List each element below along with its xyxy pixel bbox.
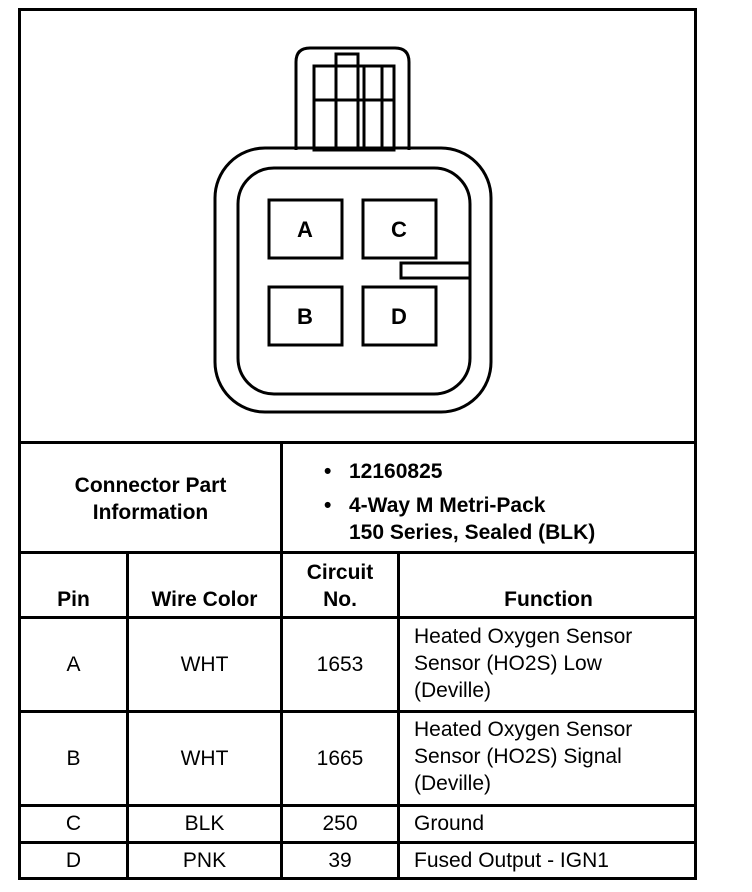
row-b-circuit: 1665 — [316, 747, 364, 770]
row-a-pin: A — [66, 653, 81, 676]
divider-col-circuit — [397, 551, 400, 880]
pin-label-a: A — [297, 217, 313, 242]
part-desc-bullet: • — [324, 494, 332, 517]
row-b-pin: B — [66, 747, 81, 770]
cavity-b — [267, 285, 344, 347]
pin-label-c: C — [391, 217, 407, 242]
header-circuit-line1: Circuit — [306, 561, 374, 584]
row-d-pin: D — [65, 849, 82, 872]
cavity-d — [361, 285, 438, 347]
cavity-c — [361, 198, 438, 260]
row-b-function-line3: (Deville) — [414, 772, 492, 795]
row-c-wire: BLK — [184, 812, 225, 835]
row-a-function-line3: (Deville) — [414, 679, 492, 702]
part-info-label-line1: Connector Part — [74, 474, 227, 497]
divider-row-c-bottom — [18, 841, 697, 844]
row-b-function-line2: Sensor (HO2S) Signal — [414, 745, 622, 768]
part-desc-line2: 150 Series, Sealed (BLK) — [349, 521, 596, 544]
row-d-circuit: 39 — [328, 849, 352, 872]
divider-col-wire — [280, 551, 283, 880]
divider-diagram-bottom — [18, 441, 697, 444]
part-desc-line1: 4-Way M Metri-Pack — [349, 494, 546, 517]
cavity-a — [267, 198, 344, 260]
divider-header-bottom — [18, 616, 697, 619]
divider-partinfo-vertical — [280, 441, 283, 554]
row-a-function-line1: Heated Oxygen Sensor — [414, 625, 633, 648]
row-a-circuit: 1653 — [316, 653, 364, 676]
header-pin: Pin — [57, 588, 90, 611]
row-d-wire: PNK — [182, 849, 227, 872]
connector-info-frame — [18, 8, 697, 880]
row-a-function-line2: Sensor (HO2S) Low — [414, 652, 602, 675]
part-info-label: Connector Part Information — [21, 472, 280, 526]
part-number-bullet: • — [324, 460, 332, 483]
row-c-circuit: 250 — [322, 812, 358, 835]
header-function: Function — [504, 588, 593, 611]
row-c-pin: C — [65, 812, 82, 835]
row-d-function-line1: Fused Output - IGN1 — [414, 849, 609, 872]
divider-partinfo-bottom — [18, 551, 697, 554]
part-number: 12160825 — [349, 460, 443, 483]
header-circuit-line2: No. — [323, 588, 357, 611]
connector-housing — [213, 46, 493, 414]
pin-label-b: B — [297, 304, 313, 329]
row-a-wire: WHT — [180, 653, 229, 676]
header-wire-color: Wire Color — [151, 588, 258, 611]
row-b-wire: WHT — [180, 747, 229, 770]
divider-col-pin — [126, 551, 129, 880]
row-c-function-line1: Ground — [414, 812, 485, 835]
part-info-label-line2: Information — [92, 501, 209, 524]
divider-row-a-bottom — [18, 710, 697, 713]
divider-row-b-bottom — [18, 804, 697, 807]
row-b-function-line1: Heated Oxygen Sensor — [414, 718, 633, 741]
pin-label-d: D — [391, 304, 407, 329]
pin-cavities — [267, 198, 438, 347]
